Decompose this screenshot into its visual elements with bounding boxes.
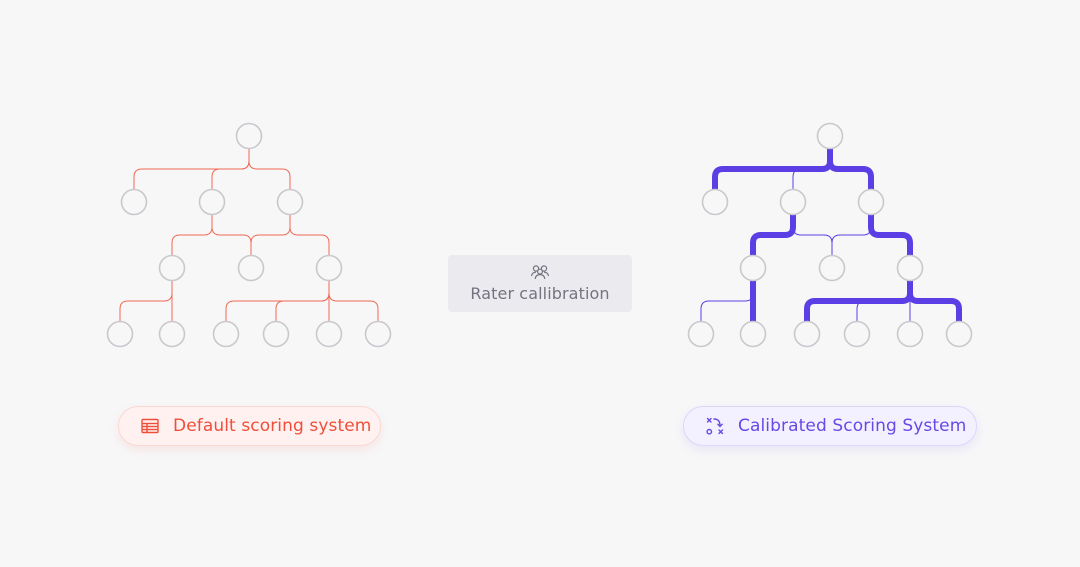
calibrated-tree-node-11 <box>896 320 924 348</box>
default-tree-node-9 <box>212 320 240 348</box>
default-tree-edge-3-5 <box>250 201 291 269</box>
calibrated-tree-node-3 <box>857 188 885 216</box>
calibrated-tree-edge-0-3 <box>827 133 874 205</box>
default-tree-edge-2-5 <box>211 201 252 269</box>
calibrated-tree-node-8 <box>739 320 767 348</box>
table-icon <box>141 418 159 434</box>
default-tree-node-8 <box>158 320 186 348</box>
calibrated-scoring-badge: Calibrated Scoring System <box>683 406 977 446</box>
calibrated-tree-node-6 <box>896 254 924 282</box>
default-tree-node-6 <box>315 254 343 282</box>
default-scoring-badge: Default scoring system <box>118 406 381 446</box>
calibrated-tree-node-5 <box>818 254 846 282</box>
default-tree-edge-6-12 <box>328 267 379 335</box>
calibrated-tree-node-0 <box>816 122 844 150</box>
default-tree-node-5 <box>237 254 265 282</box>
default-tree-edge-0-3 <box>248 135 291 203</box>
strategy-icon <box>706 417 724 435</box>
default-tree-node-11 <box>315 320 343 348</box>
calibrated-tree-edge-3-6 <box>868 199 913 271</box>
users-icon <box>530 265 550 280</box>
calibrated-tree-node-1 <box>701 188 729 216</box>
rater-calibration-box: Rater callibration <box>448 255 632 312</box>
default-tree-edge-0-2 <box>211 135 250 203</box>
calibrated-tree-node-9 <box>793 320 821 348</box>
default-tree-node-7 <box>106 320 134 348</box>
calibrated-tree-node-4 <box>739 254 767 282</box>
calibrated-tree-node-12 <box>945 320 973 348</box>
calibrated-tree-edge-2-4 <box>750 199 796 271</box>
default-tree-node-10 <box>262 320 290 348</box>
calibrated-tree-node-7 <box>687 320 715 348</box>
calibrated-tree-node-10 <box>843 320 871 348</box>
default-tree-node-12 <box>364 320 392 348</box>
rater-calibration-label: Rater callibration <box>470 284 610 303</box>
tree-default <box>106 122 392 348</box>
default-tree-edge-3-6 <box>289 201 330 269</box>
default-tree-node-2 <box>198 188 226 216</box>
default-tree-edge-2-4 <box>171 201 213 269</box>
default-tree-node-4 <box>158 254 186 282</box>
calibrated-tree-edge-6-12 <box>907 265 962 337</box>
calibrated-scoring-label: Calibrated Scoring System <box>738 416 967 436</box>
default-tree-node-3 <box>276 188 304 216</box>
calibrated-tree-edge-0-1 <box>712 133 833 205</box>
default-tree-node-0 <box>235 122 263 150</box>
default-scoring-label: Default scoring system <box>173 416 372 436</box>
default-tree-node-1 <box>120 188 148 216</box>
calibrated-tree-node-2 <box>779 188 807 216</box>
tree-calibrated <box>687 122 973 348</box>
